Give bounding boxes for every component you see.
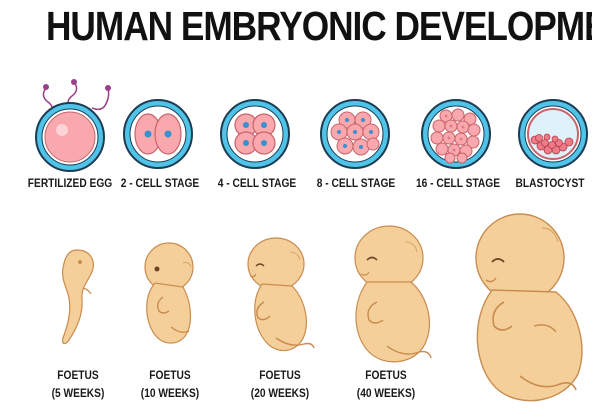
stage-label: FERTILIZED EGG bbox=[21, 176, 120, 191]
foetus-label-line2: (10 WEEKS) bbox=[129, 386, 211, 401]
foetus-full-term-icon bbox=[464, 206, 588, 406]
blastocyst-icon bbox=[517, 98, 589, 170]
two-cell-icon bbox=[122, 98, 194, 170]
eight-cell-icon bbox=[319, 98, 391, 170]
foetus-label-line1: FOETUS bbox=[44, 368, 112, 383]
fertilized-egg-icon bbox=[26, 78, 112, 178]
stage-label: BLASTOCYST bbox=[514, 176, 585, 191]
stage-label: 8 - CELL STAGE bbox=[312, 176, 400, 191]
foetus-label-line2: (5 WEEKS) bbox=[44, 386, 112, 401]
foetus-label-line1: FOETUS bbox=[345, 368, 427, 383]
four-cell-icon bbox=[219, 98, 291, 170]
diagram-title: HUMAN EMBRYONIC DEVELOPME bbox=[46, 0, 516, 52]
sixteen-cell-icon bbox=[420, 98, 492, 170]
foetus-20-weeks-icon bbox=[236, 236, 320, 362]
stage-label: 4 - CELL STAGE bbox=[213, 176, 301, 191]
stage-label: 16 - CELL STAGE bbox=[412, 176, 504, 191]
foetus-label-line1: FOETUS bbox=[129, 368, 211, 383]
foetus-40-weeks-icon bbox=[343, 222, 441, 368]
stage-label: 2 - CELL STAGE bbox=[116, 176, 204, 191]
foetus-label-line2: (40 WEEKS) bbox=[345, 386, 427, 401]
foetus-label-line1: FOETUS bbox=[239, 368, 321, 383]
foetus-10-weeks-icon bbox=[135, 241, 203, 351]
foetus-5-weeks-icon bbox=[55, 248, 101, 348]
foetus-label-line2: (20 WEEKS) bbox=[239, 386, 321, 401]
